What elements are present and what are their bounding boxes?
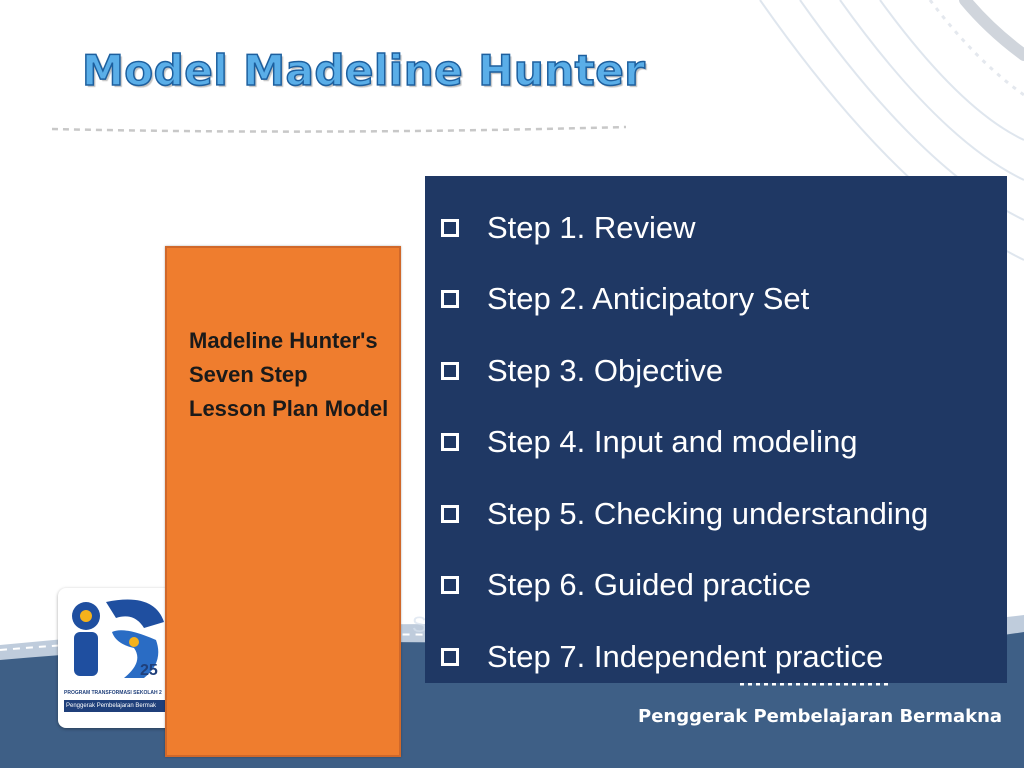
logo-caption: PROGRAM TRANSFORMASI SEKOLAH 2 [64,690,162,696]
steps-list: Step 1. Review Step 2. Anticipatory Set … [425,176,1007,693]
square-bullet-icon [441,290,459,309]
square-bullet-icon [441,218,459,237]
model-title-box: Madeline Hunter's Seven Step Lesson Plan… [165,246,401,757]
list-item-step-7: Step 7. Independent practice [425,621,1007,693]
step-label: Step 6. Guided practice [487,567,811,603]
step-label: Step 3. Objective [487,352,724,388]
step-label: Step 4. Input and modeling [487,424,858,460]
logo-emblem-icon [72,599,164,678]
list-item-step-6: Step 6. Guided practice [425,550,1007,622]
logo-number: 25 [140,662,158,679]
logo-strip: Penggerak Pembelajaran Bermak [64,700,180,712]
square-bullet-icon [441,647,459,666]
slide-title: Model Madeline Hunter [81,45,646,96]
faint-glyph: S [412,612,427,637]
step-label: Step 5. Checking understanding [487,495,929,531]
program-logo: 25 PROGRAM TRANSFORMASI SEKOLAH 2 Pengge… [58,588,180,728]
list-item-step-1: Step 1. Review [425,192,1007,264]
list-item-step-2: Step 2. Anticipatory Set [425,264,1007,336]
model-title-label: Madeline Hunter's Seven Step Lesson Plan… [189,328,389,421]
step-label: Step 1. Review [487,209,696,245]
footer-tagline: Penggerak Pembelajaran Bermakna [638,706,1003,727]
square-bullet-icon [441,361,459,380]
square-bullet-icon [441,504,459,523]
list-item-step-3: Step 3. Objective [425,335,1007,407]
step-label: Step 7. Independent practice [487,638,884,674]
list-item-step-4: Step 4. Input and modeling [425,407,1007,479]
step-label: Step 2. Anticipatory Set [487,281,810,317]
steps-panel: Step 1. Review Step 2. Anticipatory Set … [425,176,1007,683]
square-bullet-icon [441,576,459,595]
square-bullet-icon [441,433,459,452]
list-item-step-5: Step 5. Checking understanding [425,478,1007,550]
